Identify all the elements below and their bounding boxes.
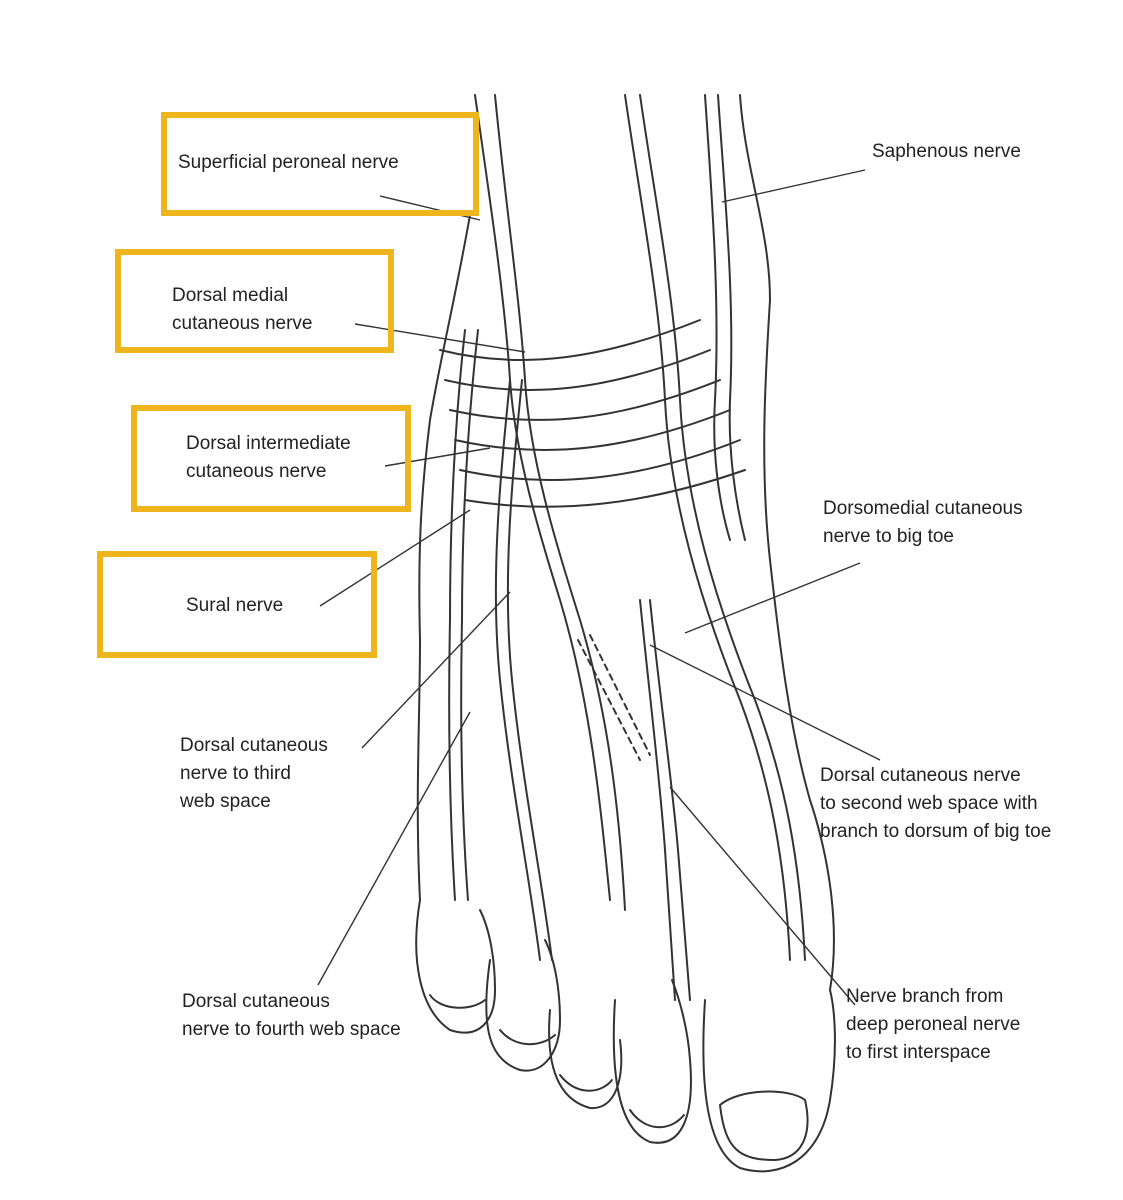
retinaculum xyxy=(439,319,746,508)
leader-saphenous xyxy=(721,169,866,203)
label-dorsal-medial-cutaneous-nerve: Dorsal medial cutaneous nerve xyxy=(172,285,313,334)
toe-fourth xyxy=(485,939,561,1072)
nerve-intermediate xyxy=(494,379,541,961)
toenail-fourth xyxy=(499,1029,556,1046)
nerve-deep-branch xyxy=(639,599,676,1001)
leader-third-web xyxy=(361,591,511,749)
highlight-box-superficial-peroneal xyxy=(161,112,479,216)
toenail-third xyxy=(559,1074,613,1092)
leader-dorsal-medial xyxy=(354,323,526,353)
label-superficial-peroneal-nerve: Superficial peroneal nerve xyxy=(178,152,399,173)
leader-dorsomedial xyxy=(684,562,861,634)
label-fourth-web-space-nerve: Dorsal cutaneous nerve to fourth web spa… xyxy=(182,991,401,1040)
highlight-box-dorsal-intermediate xyxy=(131,405,411,512)
nerve-saphenous xyxy=(704,94,731,541)
label-second-web-space-nerve: Dorsal cutaneous nerve to second web spa… xyxy=(820,765,1052,842)
leg-outline-right xyxy=(739,94,835,991)
label-dorsomedial-cutaneous-nerve: Dorsomedial cutaneous nerve to big toe xyxy=(823,498,1023,547)
nerve-superficial-peroneal xyxy=(474,94,611,901)
toenail-second xyxy=(629,1109,685,1129)
label-third-web-space-nerve: Dorsal cutaneous nerve to third web spac… xyxy=(180,735,328,812)
incision-mark xyxy=(577,634,651,761)
leader-superficial xyxy=(379,195,481,221)
label-saphenous-nerve: Saphenous nerve xyxy=(872,141,1021,162)
leg-outline-left xyxy=(416,214,471,901)
label-sural-nerve: Sural nerve xyxy=(186,595,284,616)
leader-fourth-web xyxy=(317,711,471,986)
toe-third xyxy=(548,1009,623,1110)
nerve-medial-branch xyxy=(624,94,791,961)
nerve-sural xyxy=(448,329,466,901)
label-dorsal-intermediate-cutaneous-nerve: Dorsal intermediate cutaneous nerve xyxy=(186,433,351,482)
toe-fifth xyxy=(415,899,496,1034)
toenail-big xyxy=(719,1090,809,1161)
leader-dorsal-intermediate xyxy=(384,447,491,467)
leader-deep-peroneal xyxy=(669,786,856,1006)
leader-second-web xyxy=(649,644,881,761)
highlight-box-sural xyxy=(97,551,377,658)
label-deep-peroneal-branch: Nerve branch from deep peroneal nerve to… xyxy=(846,986,1021,1063)
toe-second xyxy=(612,979,692,1144)
toenail-fifth xyxy=(429,994,486,1009)
leader-sural xyxy=(319,509,471,607)
highlight-box-dorsal-medial xyxy=(115,249,394,353)
toe-big xyxy=(702,989,836,1173)
